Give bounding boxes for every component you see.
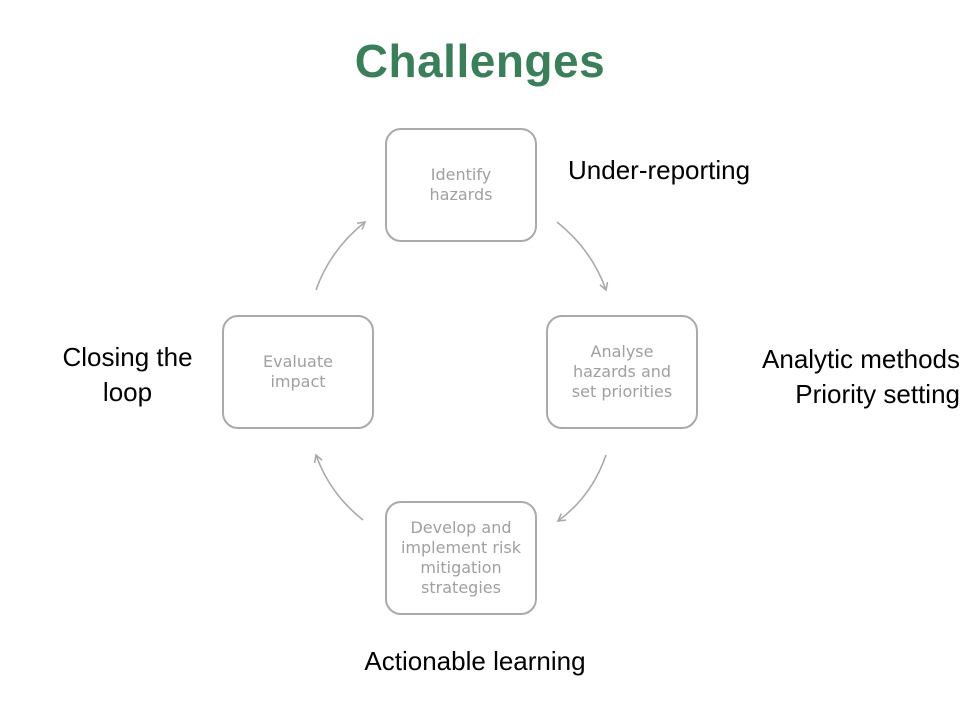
step-evaluate-impact: Evaluate impact xyxy=(222,315,374,429)
arrow-analyse-to-develop xyxy=(556,454,607,522)
step-develop-label: Develop and implement risk mitigation st… xyxy=(400,518,522,597)
challenge-closing-the-loop: Closing the loop xyxy=(62,342,193,407)
challenge-under-reporting: Under-reporting xyxy=(568,155,751,185)
step-analyse-hazards: Analyse hazards and set priorities xyxy=(546,315,698,429)
arrow-develop-to-evaluate xyxy=(313,453,364,521)
step-develop-strategies: Develop and implement risk mitigation st… xyxy=(385,501,537,615)
step-identify-hazards: Identify hazards xyxy=(385,128,537,242)
page-title: Challenges xyxy=(354,35,606,87)
arrow-identify-to-analyse xyxy=(556,221,609,292)
challenge-analytic-methods: Analytic methods Priority setting xyxy=(762,344,960,409)
step-identify-label: Identify hazards xyxy=(429,165,493,204)
step-analyse-label: Analyse hazards and set priorities xyxy=(571,342,673,401)
arrow-evaluate-to-identify xyxy=(315,220,367,291)
step-evaluate-label: Evaluate impact xyxy=(263,352,333,391)
challenge-actionable-learning: Actionable learning xyxy=(364,646,586,676)
